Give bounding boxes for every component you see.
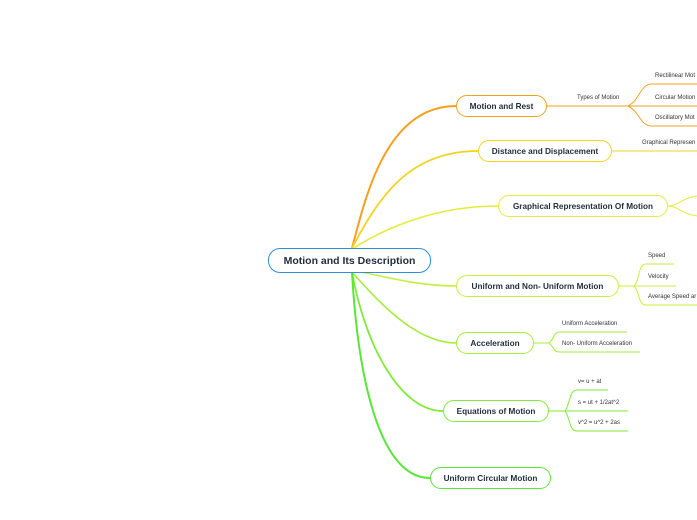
- link-distance: [351, 150, 479, 249]
- central-topic[interactable]: Motion and Its Description: [268, 248, 431, 273]
- subtopic-equation-3[interactable]: v^2 = u^2 + 2as: [578, 420, 620, 426]
- topic-equations-of-motion[interactable]: Equations of Motion: [443, 400, 549, 422]
- central-topic-label: Motion and Its Description: [283, 254, 416, 267]
- topic-label: Motion and Rest: [469, 101, 534, 111]
- subtopic-rectilinear-motion[interactable]: Rectilinear Mot: [655, 73, 696, 79]
- subtopic-types-of-motion[interactable]: Types of Motion: [577, 95, 620, 101]
- subtopic-average-speed[interactable]: Average Speed ar: [648, 294, 697, 300]
- subtopic-circular-motion[interactable]: Circular Motion: [655, 95, 696, 101]
- subtopic-oscillatory-motion[interactable]: Oscillatory Mot: [655, 115, 695, 121]
- subtopic-equation-1[interactable]: v= u + at: [578, 379, 602, 385]
- subtopic-non-uniform-acceleration[interactable]: Non- Uniform Acceleration: [562, 341, 633, 347]
- topic-label: Equations of Motion: [456, 406, 536, 416]
- subtopic-speed[interactable]: Speed: [648, 253, 666, 259]
- topic-uniform-circular-motion[interactable]: Uniform Circular Motion: [430, 467, 551, 489]
- link-acceleration: [351, 271, 457, 344]
- link-graphical: [351, 205, 499, 250]
- topic-acceleration[interactable]: Acceleration: [456, 332, 534, 354]
- subtopic-graphical-representation[interactable]: Graphical Represen: [642, 140, 696, 146]
- link-equations: [351, 271, 444, 412]
- topic-label: Uniform and Non- Uniform Motion: [471, 281, 604, 291]
- subtopic-velocity[interactable]: Velocity: [648, 274, 669, 280]
- topic-label: Uniform Circular Motion: [443, 473, 538, 483]
- topic-label: Acceleration: [470, 338, 520, 348]
- subtopic-uniform-acceleration[interactable]: Uniform Acceleration: [562, 321, 618, 327]
- topic-label: Graphical Representation Of Motion: [512, 201, 654, 211]
- link-motion-rest: [351, 105, 457, 249]
- link-circular: [351, 271, 431, 479]
- subtopic-equation-2[interactable]: s = ut + 1/2at^2: [578, 400, 620, 406]
- topic-label: Distance and Displacement: [491, 146, 599, 156]
- topic-distance-and-displacement[interactable]: Distance and Displacement: [478, 140, 612, 162]
- topic-uniform-non-uniform-motion[interactable]: Uniform and Non- Uniform Motion: [456, 275, 619, 297]
- topic-graphical-representation[interactable]: Graphical Representation Of Motion: [498, 195, 668, 217]
- topic-motion-and-rest[interactable]: Motion and Rest: [456, 95, 547, 117]
